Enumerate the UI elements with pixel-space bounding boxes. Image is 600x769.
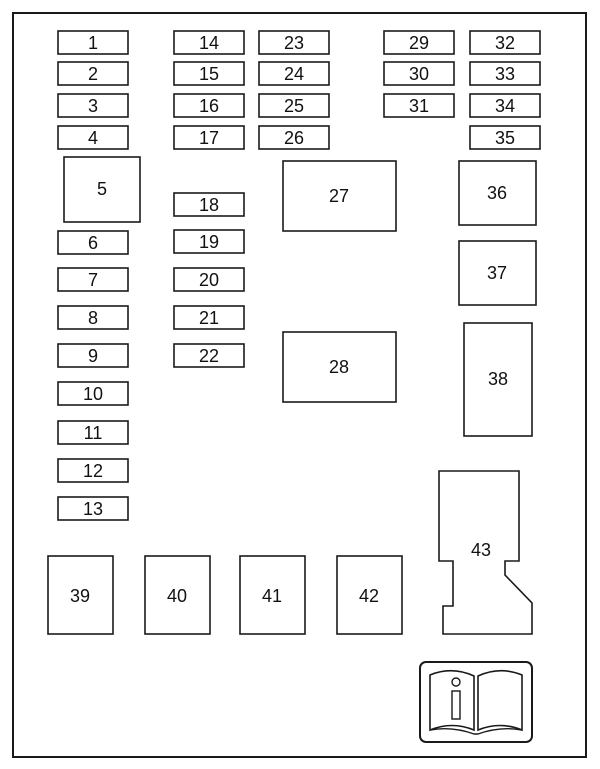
svg-text:6: 6 — [88, 233, 98, 253]
svg-text:5: 5 — [97, 179, 107, 199]
svg-text:4: 4 — [88, 128, 98, 148]
relay-41: 41 — [239, 555, 306, 635]
svg-text:36: 36 — [487, 183, 507, 203]
svg-text:25: 25 — [284, 96, 304, 116]
svg-text:10: 10 — [83, 384, 103, 404]
svg-text:43: 43 — [471, 540, 491, 560]
fuse-19: 19 — [173, 229, 245, 254]
svg-text:7: 7 — [88, 270, 98, 290]
svg-text:23: 23 — [284, 33, 304, 53]
fuse-4: 4 — [57, 125, 129, 150]
fuse-20: 20 — [173, 267, 245, 292]
svg-text:40: 40 — [167, 586, 187, 606]
svg-text:29: 29 — [409, 33, 429, 53]
book-info-icon — [419, 661, 533, 743]
svg-text:34: 34 — [495, 96, 515, 116]
relay-27: 27 — [282, 160, 397, 232]
svg-text:3: 3 — [88, 96, 98, 116]
fuse-17: 17 — [173, 125, 245, 150]
svg-text:21: 21 — [199, 308, 219, 328]
svg-text:17: 17 — [199, 128, 219, 148]
fuse-15: 15 — [173, 61, 245, 86]
fuse-25: 25 — [258, 93, 330, 118]
fuse-33: 33 — [469, 61, 541, 86]
fuse-14: 14 — [173, 30, 245, 55]
fuse-22: 22 — [173, 343, 245, 368]
svg-text:15: 15 — [199, 64, 219, 84]
svg-text:2: 2 — [88, 64, 98, 84]
svg-text:14: 14 — [199, 33, 219, 53]
fuse-13: 13 — [57, 496, 129, 521]
svg-text:16: 16 — [199, 96, 219, 116]
fuse-24: 24 — [258, 61, 330, 86]
svg-text:9: 9 — [88, 346, 98, 366]
svg-text:8: 8 — [88, 308, 98, 328]
svg-text:28: 28 — [329, 357, 349, 377]
fuse-12: 12 — [57, 458, 129, 483]
fuse-2: 2 — [57, 61, 129, 86]
svg-text:26: 26 — [284, 128, 304, 148]
svg-text:27: 27 — [329, 186, 349, 206]
svg-text:30: 30 — [409, 64, 429, 84]
svg-text:20: 20 — [199, 270, 219, 290]
relay-37: 37 — [458, 240, 537, 306]
relay-5: 5 — [63, 156, 141, 223]
block-43: 43 — [438, 470, 533, 635]
fuse-18: 18 — [173, 192, 245, 217]
panel-border — [12, 12, 587, 758]
svg-text:22: 22 — [199, 346, 219, 366]
fuse-6: 6 — [57, 230, 129, 255]
svg-text:19: 19 — [199, 232, 219, 252]
fuse-32: 32 — [469, 30, 541, 55]
svg-text:38: 38 — [488, 369, 508, 389]
fuse-8: 8 — [57, 305, 129, 330]
fuse-30: 30 — [383, 61, 455, 86]
fuse-9: 9 — [57, 343, 129, 368]
fuse-29: 29 — [383, 30, 455, 55]
svg-text:31: 31 — [409, 96, 429, 116]
fuse-35: 35 — [469, 125, 541, 150]
svg-text:32: 32 — [495, 33, 515, 53]
svg-text:35: 35 — [495, 128, 515, 148]
fuse-3: 3 — [57, 93, 129, 118]
svg-text:39: 39 — [70, 586, 90, 606]
svg-text:33: 33 — [495, 64, 515, 84]
svg-text:1: 1 — [88, 33, 98, 53]
fuse-23: 23 — [258, 30, 330, 55]
svg-text:12: 12 — [83, 461, 103, 481]
fuse-31: 31 — [383, 93, 455, 118]
svg-text:11: 11 — [84, 423, 103, 443]
relay-39: 39 — [47, 555, 114, 635]
fuse-11: 11 — [57, 420, 129, 445]
fuse-7: 7 — [57, 267, 129, 292]
fuse-1: 1 — [57, 30, 129, 55]
svg-text:18: 18 — [199, 195, 219, 215]
svg-text:42: 42 — [359, 586, 379, 606]
fuse-26: 26 — [258, 125, 330, 150]
relay-28: 28 — [282, 331, 397, 403]
fuse-21: 21 — [173, 305, 245, 330]
relay-40: 40 — [144, 555, 211, 635]
svg-text:13: 13 — [83, 499, 103, 519]
fuse-16: 16 — [173, 93, 245, 118]
fuse-34: 34 — [469, 93, 541, 118]
relay-38: 38 — [463, 322, 533, 437]
fuse-10: 10 — [57, 381, 129, 406]
svg-text:41: 41 — [262, 586, 282, 606]
svg-text:24: 24 — [284, 64, 304, 84]
relay-36: 36 — [458, 160, 537, 226]
relay-42: 42 — [336, 555, 403, 635]
svg-text:37: 37 — [487, 263, 507, 283]
